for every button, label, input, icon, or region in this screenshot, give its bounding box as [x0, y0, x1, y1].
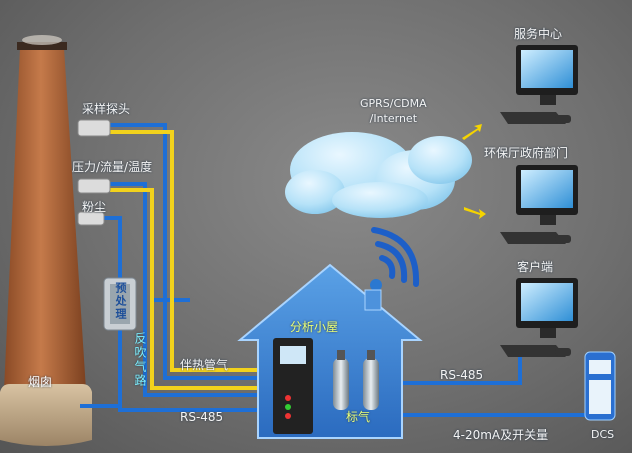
- yellow-pipes: [110, 130, 258, 390]
- label-chimney: 烟囱: [28, 375, 53, 389]
- label-dcs: DCS: [591, 428, 615, 441]
- label-analysis-hut: 分析小屋: [290, 320, 339, 334]
- pressure-flow-temp-probe: [77, 178, 111, 194]
- dust-probe: [77, 211, 105, 226]
- label-pressure-flow-temp: 压力/流量/温度: [72, 160, 153, 174]
- label-sampling-probe: 采样探头: [82, 102, 131, 116]
- label-rs485-right: RS-485: [440, 368, 484, 382]
- label-service-center: 服务中心: [514, 27, 563, 41]
- label-signal-line: 4-20mA及开关量: [453, 428, 549, 442]
- label-pretreatment: 预处理: [114, 282, 127, 321]
- arrows: [462, 124, 486, 219]
- wireless-signal-icon: [371, 227, 420, 287]
- label-standard-gas: 标气: [346, 410, 371, 424]
- computer-service-center: [500, 45, 578, 124]
- computer-client: [500, 278, 578, 357]
- label-client: 客户端: [517, 260, 554, 274]
- dcs-unit: [584, 351, 616, 421]
- label-network: GPRS/CDMA /Internet: [360, 97, 427, 125]
- label-rs485-left: RS-485: [180, 410, 224, 424]
- pretreatment-unit: [103, 277, 137, 331]
- analysis-hut: [237, 263, 423, 439]
- label-epa-dept: 环保厅政府部门: [484, 146, 569, 160]
- label-dust: 粉尘: [82, 200, 107, 214]
- label-backflush-line: 反吹气路: [133, 332, 147, 388]
- network-cloud: [285, 132, 472, 218]
- label-heat-trace-pipe: 伴热管气: [180, 358, 229, 372]
- sampling-probe: [77, 119, 111, 137]
- chimney: [0, 35, 92, 446]
- computer-epa: [500, 165, 578, 244]
